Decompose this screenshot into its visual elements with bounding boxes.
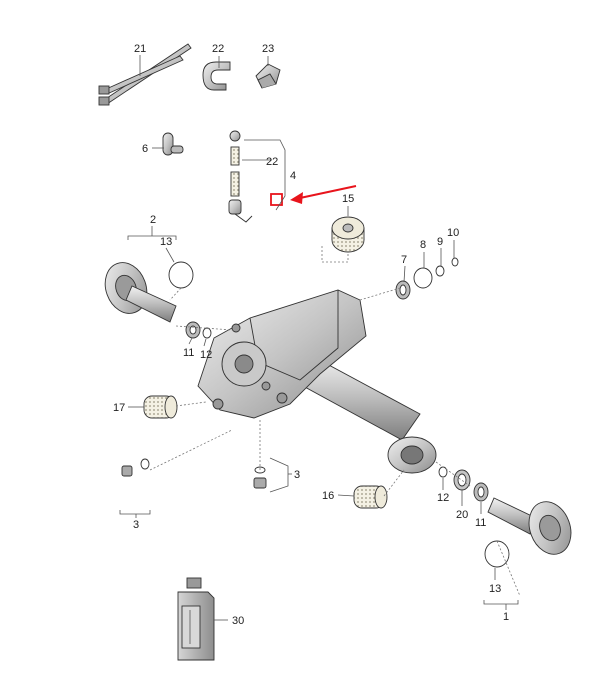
callout-12-right: 12 bbox=[437, 492, 449, 504]
differential-housing bbox=[197, 289, 367, 419]
filler-plug bbox=[253, 466, 267, 489]
mount-bushing-left bbox=[143, 395, 178, 419]
mount-bushing-top bbox=[331, 216, 365, 253]
callout-22: 22 bbox=[212, 43, 224, 55]
right-circlip bbox=[438, 466, 448, 478]
right-seal-ring bbox=[473, 482, 489, 502]
callout-11-left: 11 bbox=[183, 347, 194, 359]
left-seal-ring bbox=[185, 321, 201, 339]
callout-15: 15 bbox=[342, 193, 354, 205]
oil-bottle bbox=[177, 577, 215, 661]
right-bearing bbox=[453, 469, 471, 491]
callout-11-right: 11 bbox=[475, 517, 486, 529]
callout-12-left: 12 bbox=[200, 349, 212, 361]
callout-16: 16 bbox=[322, 490, 334, 502]
callout-6: 6 bbox=[142, 143, 148, 155]
callout-1: 1 bbox=[503, 611, 509, 623]
drain-plug-left bbox=[121, 458, 150, 477]
axle-tube bbox=[291, 355, 437, 474]
right-output-flange bbox=[487, 497, 572, 555]
callout-labels: 21 22 23 6 22 4 15 2 13 7 8 9 10 11 12 1… bbox=[113, 43, 509, 627]
left-output-flange bbox=[104, 262, 177, 323]
pinion-circlip bbox=[451, 257, 459, 267]
mount-bushing-bottom bbox=[353, 485, 388, 509]
callout-8: 8 bbox=[420, 239, 426, 251]
right-o-ring bbox=[484, 540, 510, 568]
leader-lines bbox=[119, 55, 519, 621]
callout-4: 4 bbox=[290, 170, 296, 182]
cable-tie-pair bbox=[98, 43, 192, 106]
pinion-o-ring bbox=[413, 267, 433, 289]
callout-3-right: 3 bbox=[294, 469, 300, 481]
left-circlip bbox=[202, 327, 212, 339]
callout-3-left: 3 bbox=[133, 519, 139, 531]
callout-9: 9 bbox=[437, 236, 443, 248]
callout-2: 2 bbox=[150, 214, 156, 226]
holder-clip bbox=[255, 63, 281, 89]
breather-valve bbox=[162, 132, 184, 156]
assembly-lines bbox=[149, 246, 521, 597]
callout-22-vent: 22 bbox=[266, 156, 278, 168]
callout-30: 30 bbox=[232, 615, 244, 627]
pinion-seal bbox=[395, 280, 411, 300]
callout-17: 17 bbox=[113, 402, 125, 414]
callout-20: 20 bbox=[456, 509, 468, 521]
highlight-arrow bbox=[290, 185, 357, 204]
callout-7: 7 bbox=[401, 254, 407, 266]
vent-hose-assembly bbox=[228, 130, 253, 223]
callout-23: 23 bbox=[262, 43, 274, 55]
pinion-washer bbox=[435, 265, 445, 277]
callout-13-left: 13 bbox=[160, 236, 172, 248]
callout-13-right: 13 bbox=[489, 583, 501, 595]
hose-clip bbox=[202, 61, 231, 91]
callout-21: 21 bbox=[134, 43, 146, 55]
highlight-box bbox=[270, 193, 283, 206]
callout-10: 10 bbox=[447, 227, 459, 239]
left-o-ring bbox=[168, 261, 194, 289]
